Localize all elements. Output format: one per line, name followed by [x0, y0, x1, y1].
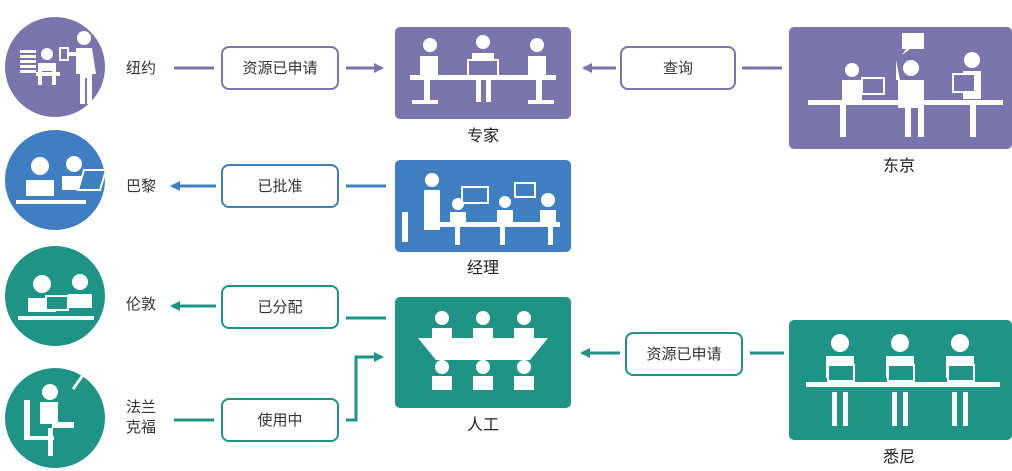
meeting-room-icon	[402, 173, 560, 245]
arrow-in-use-to-labor	[346, 352, 384, 422]
three-people-at-desks-icon	[806, 334, 1000, 426]
paris-node	[5, 130, 108, 230]
state-in-use-label: 使用中	[257, 411, 302, 429]
london-label: 伦敦	[126, 295, 156, 313]
newyork-node	[5, 17, 105, 117]
state-assigned-label: 已分配	[257, 298, 302, 316]
group-at-table-icon	[418, 311, 548, 390]
sydney-label: 悉尼	[883, 447, 915, 466]
state-query-label: 查询	[663, 59, 693, 77]
state-requested-sydney-label: 资源已申请	[646, 345, 721, 363]
frankfurt-node	[5, 368, 105, 468]
state-approved: 已批准	[221, 164, 339, 208]
paris-circle	[5, 130, 105, 230]
london-node	[5, 246, 105, 346]
two-people-at-desk-icon	[18, 274, 94, 320]
expert-label: 专家	[467, 126, 499, 145]
frankfurt-label-line2: 克福	[126, 418, 156, 436]
person-on-chair-with-laptop-icon	[24, 374, 84, 456]
manager-label: 经理	[467, 258, 499, 277]
state-query: 查询	[620, 46, 736, 90]
state-requested-newyork: 资源已申请	[221, 46, 339, 90]
paris-label: 巴黎	[126, 177, 156, 195]
sydney-node	[789, 320, 1012, 440]
labor-label: 人工	[467, 415, 499, 434]
manager-node	[395, 160, 571, 252]
tokyo-node	[789, 27, 1012, 149]
two-people-at-laptop-icon	[16, 156, 108, 204]
state-approved-label: 已批准	[257, 177, 302, 195]
team-at-table-icon	[410, 35, 556, 104]
state-requested-sydney: 资源已申请	[625, 332, 743, 376]
labor-node	[395, 297, 571, 408]
expert-node	[395, 27, 571, 119]
newyork-label: 纽约	[126, 59, 156, 77]
tokyo-label: 东京	[883, 156, 915, 175]
state-assigned: 已分配	[221, 285, 339, 329]
frankfurt-label-line1: 法兰	[126, 398, 156, 416]
state-requested-label: 资源已申请	[242, 59, 317, 77]
person-presenting-chart-icon	[20, 31, 96, 104]
team-meeting-icon	[808, 33, 1003, 137]
state-in-use: 使用中	[221, 398, 339, 442]
